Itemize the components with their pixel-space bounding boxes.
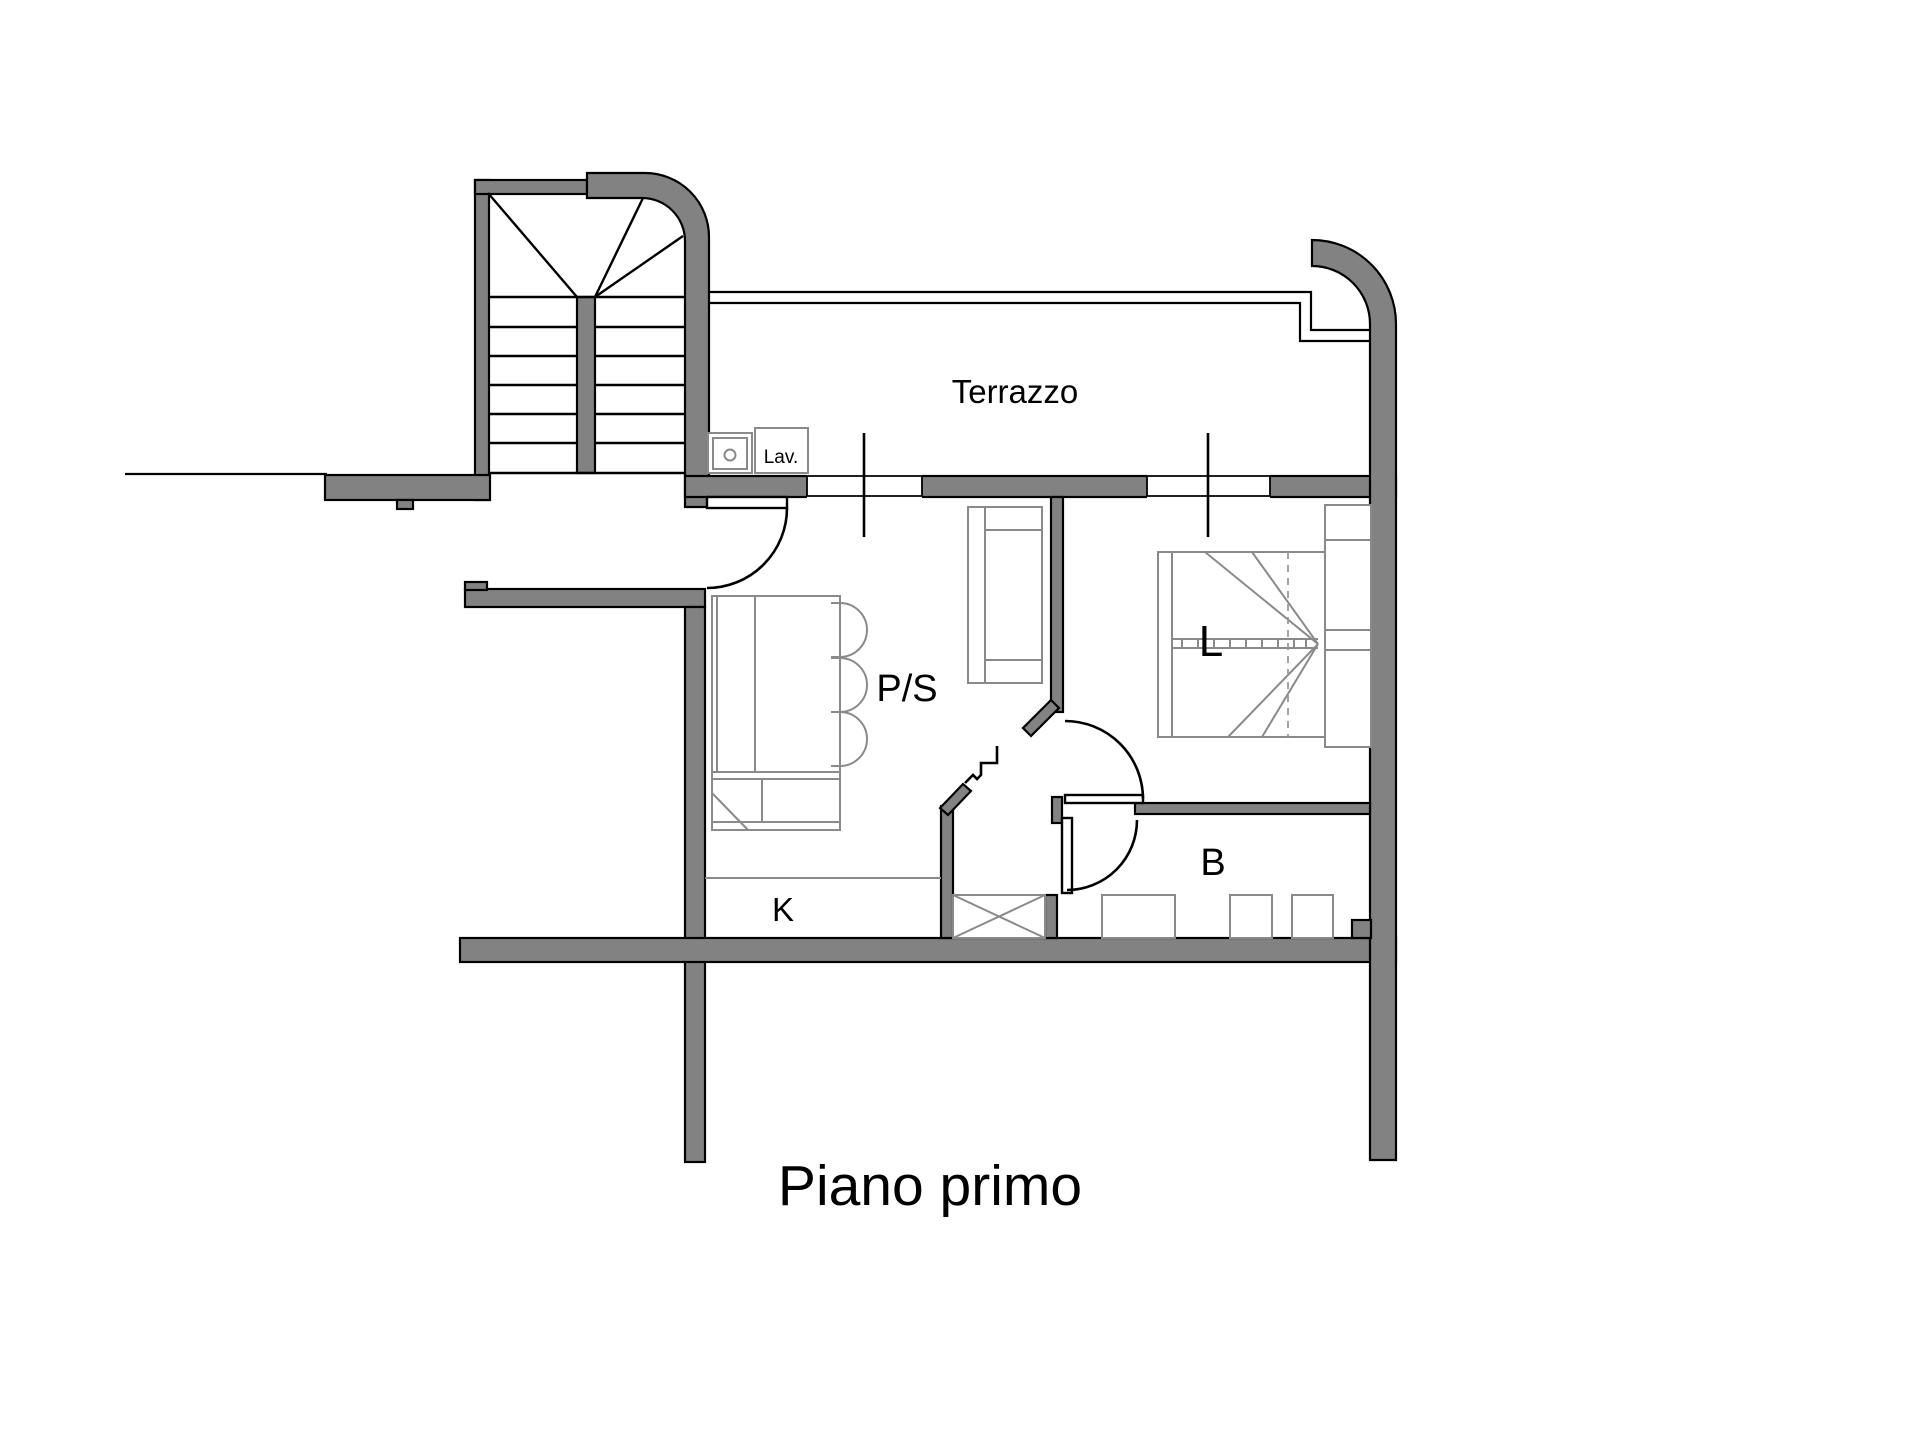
kitchen-base-cabinet xyxy=(711,771,841,831)
doors xyxy=(705,495,1145,895)
kitchen-counter-strip xyxy=(711,595,756,773)
kitchen-hall-wall xyxy=(939,804,955,940)
stair-top-wall xyxy=(473,178,589,196)
laundry-sink xyxy=(754,427,809,474)
bathroom-fixture-wc xyxy=(1291,894,1334,939)
floor-step-symbol xyxy=(964,746,999,784)
stair-winder-line xyxy=(594,235,684,298)
dining-table xyxy=(754,595,841,774)
bed-blanket-folds xyxy=(1172,551,1319,738)
hall-door-leaf xyxy=(1063,793,1145,805)
bedroom-wardrobe xyxy=(1324,504,1372,748)
chair xyxy=(831,602,868,658)
terrace-railing xyxy=(125,290,1370,476)
entry-wall-band xyxy=(463,587,707,609)
staircase xyxy=(487,192,685,475)
shaft-cross xyxy=(952,894,1046,939)
bathroom-label: B xyxy=(1200,842,1225,884)
bathroom-fixture-sink xyxy=(1229,894,1273,939)
bed xyxy=(1157,551,1326,738)
living-dining-label: P/S xyxy=(876,668,937,710)
left-wall-band xyxy=(323,473,492,502)
sofa xyxy=(967,506,1043,684)
stair-winder-line xyxy=(487,192,578,298)
bath-door-post xyxy=(1050,795,1064,825)
bathroom-pillar xyxy=(1350,918,1373,940)
bathroom-door-leaf xyxy=(1060,816,1074,895)
west-interior-wall xyxy=(683,605,707,1164)
stair-right-curved-wall xyxy=(585,171,711,509)
washing-machine-knob-icon xyxy=(723,448,737,462)
bath-north-wall xyxy=(1133,801,1372,816)
entry-door-leaf xyxy=(705,495,789,510)
laundry-label: Lav. xyxy=(764,447,799,468)
windows xyxy=(806,433,1271,537)
cabinet-corner-diagonal xyxy=(711,792,749,831)
dining-chairs xyxy=(831,602,868,767)
stair-winder-line xyxy=(593,197,645,298)
washing-machine-inner xyxy=(712,437,748,470)
kitchen-label: K xyxy=(772,891,794,928)
labels: Terrazzo Lav. P/S L B K Piano primo xyxy=(764,373,1226,1218)
chair xyxy=(831,657,868,713)
stair-stringer-wall xyxy=(575,295,597,475)
terrace-label: Terrazzo xyxy=(952,373,1079,410)
south-wall xyxy=(458,936,1398,964)
shaft-east-wall xyxy=(1043,893,1059,940)
terrace-south-wall xyxy=(683,474,1398,499)
kitchen-hall-wall-cap xyxy=(938,782,973,817)
furniture xyxy=(705,427,1372,939)
left-wall-step xyxy=(395,498,415,511)
bathroom-door-arc xyxy=(1066,819,1139,892)
partition-ps-bedroom xyxy=(1049,495,1065,714)
chair xyxy=(831,711,868,767)
partition-diagonal-stub xyxy=(1021,698,1061,738)
hall-door-arc xyxy=(1064,719,1145,800)
stair-left-wall xyxy=(473,178,491,502)
east-wall-curved xyxy=(1310,238,1398,1162)
floor-title: Piano primo xyxy=(778,1154,1082,1218)
bedroom-label: L xyxy=(1199,617,1223,666)
railing-inner-line xyxy=(709,301,1370,343)
entry-wall-tab xyxy=(463,580,489,592)
bathroom-fixture-shower xyxy=(1101,894,1176,939)
railing-outer-line xyxy=(709,290,1370,332)
entry-door-arc xyxy=(706,507,789,590)
